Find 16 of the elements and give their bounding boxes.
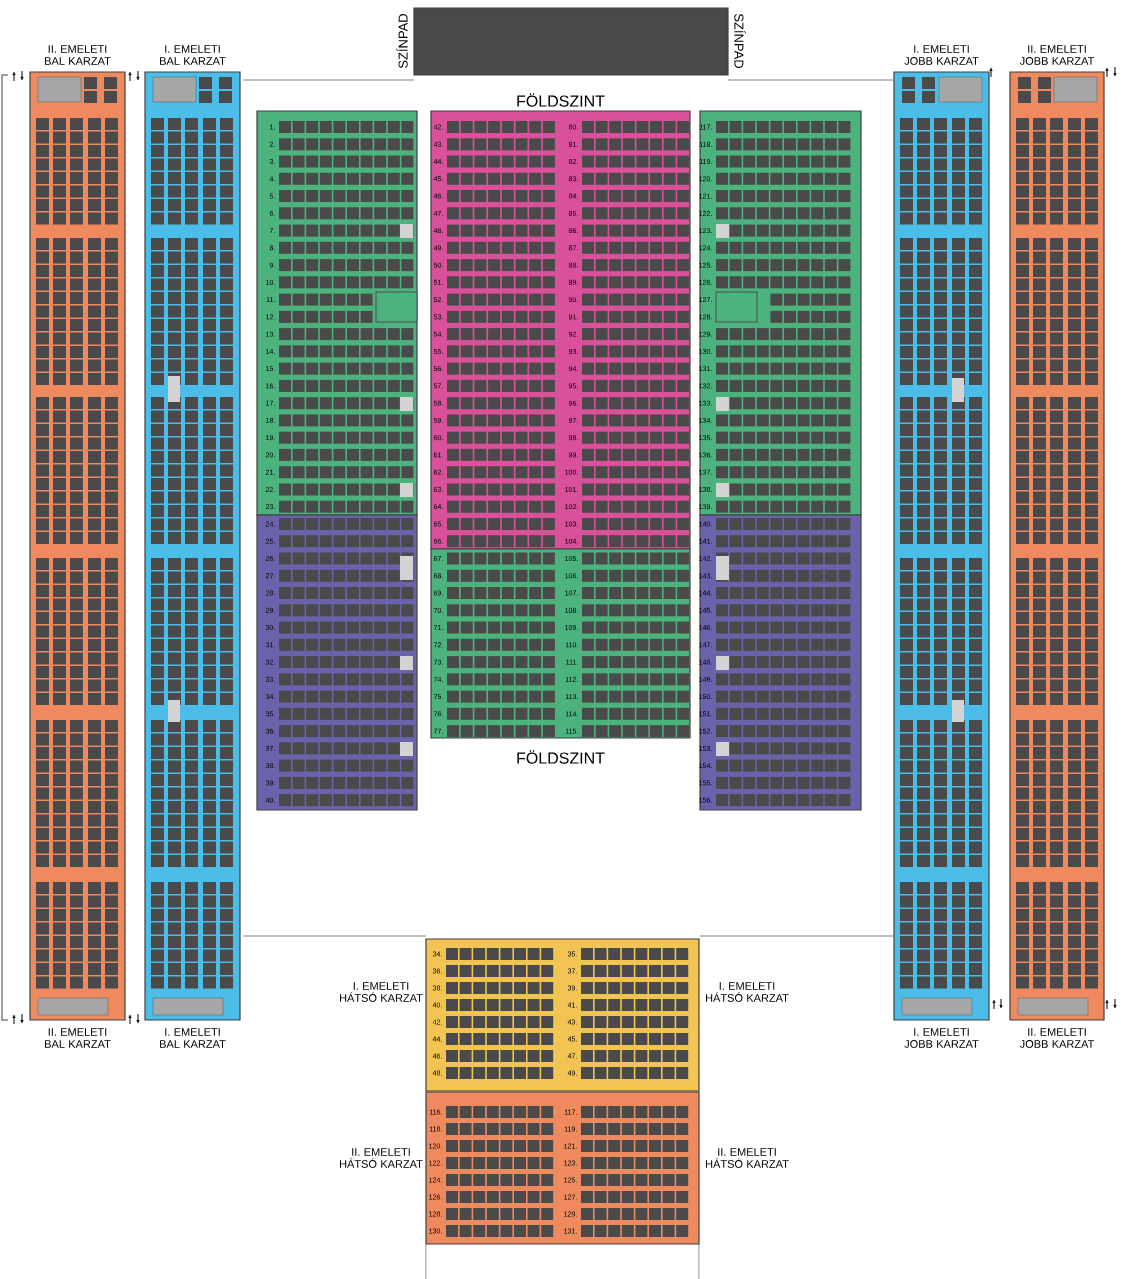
section-label: II. EMELETI HÁTSÓ KARZAT	[340, 1148, 423, 1168]
area-label: FÖLDSZINT	[517, 93, 605, 107]
section-label: I. EMELETI JOBB KARZAT	[904, 45, 979, 65]
section-label: I. EMELETI HÁTSÓ KARZAT	[340, 982, 423, 1002]
stage-label: SZÍNPAD	[734, 13, 746, 69]
section-label: I. EMELETI BAL KARZAT	[160, 45, 226, 65]
section-label: II. EMELETI BAL KARZAT	[45, 45, 111, 65]
section-label: I. EMELETI JOBB KARZAT	[904, 1028, 979, 1048]
section-label: II. EMELETI HÁTSÓ KARZAT	[706, 1148, 789, 1168]
section-label: I. EMELETI HÁTSÓ KARZAT	[706, 982, 789, 1002]
area-label: FÖLDSZINT	[517, 750, 605, 764]
section-label: II. EMELETI JOBB KARZAT	[1019, 1028, 1095, 1048]
section-label: II. EMELETI BAL KARZAT	[45, 1028, 111, 1048]
section-label: I. EMELETI BAL KARZAT	[160, 1028, 226, 1048]
stage-label: SZÍNPAD	[396, 13, 408, 69]
section-label: II. EMELETI JOBB KARZAT	[1019, 45, 1095, 65]
